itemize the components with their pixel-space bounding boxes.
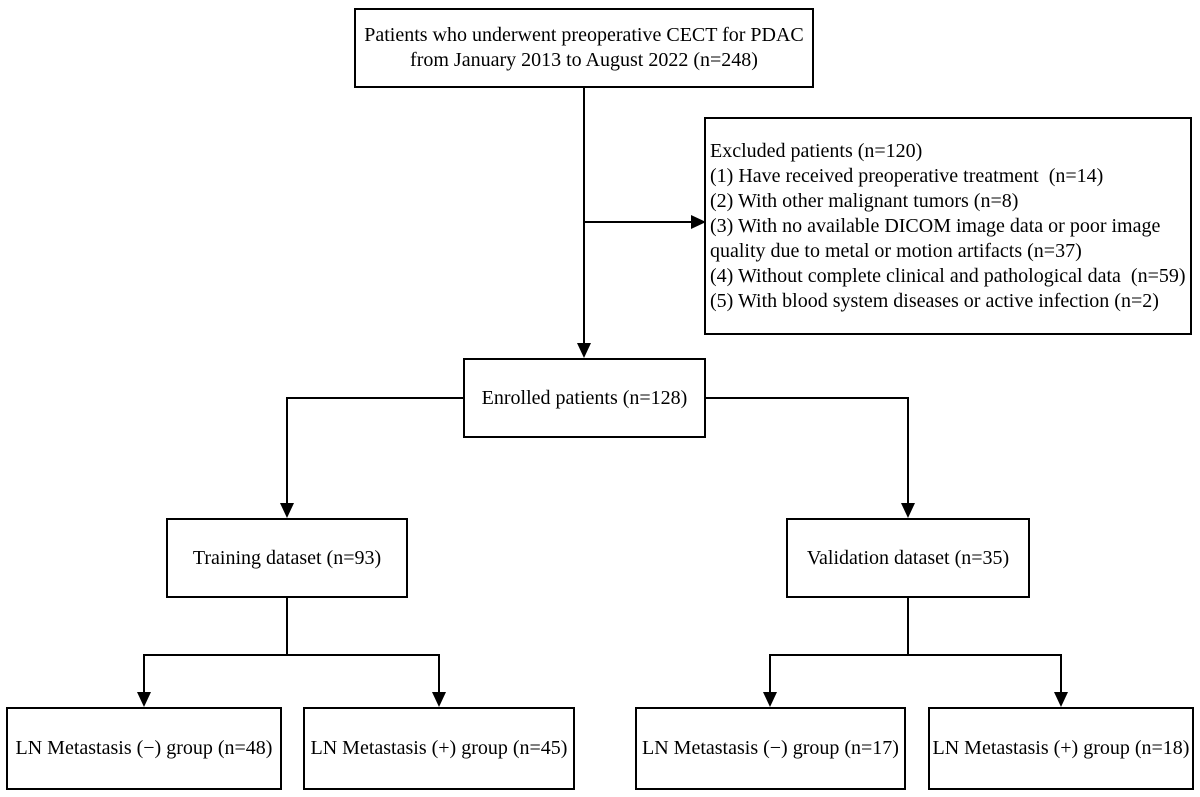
excluded-reason-5: (5) With blood system diseases or active…: [710, 289, 1159, 312]
line-enrolled-to-training: [286, 397, 463, 503]
box-enrolled-patients: Enrolled patients (n=128): [463, 358, 706, 438]
source-patients-text-line-1: Patients who underwent preoperative CECT…: [364, 24, 804, 46]
training-ln-positive-text: LN Metastasis (+) group (n=45): [310, 737, 568, 759]
arrowhead-down-icon: [137, 692, 151, 707]
box-training-ln-positive-group: LN Metastasis (+) group (n=45): [303, 707, 575, 790]
arrowhead-down-icon: [280, 503, 294, 518]
box-training-ln-negative-group: LN Metastasis (−) group (n=48): [6, 707, 282, 790]
line-enrolled-to-validation: [706, 397, 909, 503]
arrowhead-down-icon: [1054, 692, 1068, 707]
excluded-reason-3: (3) With no available DICOM image data o…: [710, 214, 1166, 262]
arrowhead-down-icon: [763, 692, 777, 707]
arrowhead-right-icon: [691, 215, 706, 229]
validation-ln-positive-text: LN Metastasis (+) group (n=18): [932, 737, 1190, 759]
enrolled-patients-text: Enrolled patients (n=128): [481, 386, 688, 409]
validation-dataset-text: Validation dataset (n=35): [806, 546, 1010, 569]
source-patients-text-line-2: from January 2013 to August 2022 (n=248): [410, 49, 758, 71]
validation-ln-negative-text: LN Metastasis (−) group (n=17): [642, 737, 899, 759]
excluded-reason-4: (4) Without complete clinical and pathol…: [710, 264, 1186, 287]
box-validation-dataset: Validation dataset (n=35): [786, 518, 1030, 598]
training-dataset-text: Training dataset (n=93): [192, 546, 382, 569]
excluded-patients-title: Excluded patients (n=120): [710, 139, 923, 162]
box-training-dataset: Training dataset (n=93): [166, 518, 408, 598]
box-validation-ln-positive-group: LN Metastasis (+) group (n=18): [928, 707, 1194, 790]
box-validation-ln-negative-group: LN Metastasis (−) group (n=17): [635, 707, 906, 790]
arrowhead-down-icon: [901, 503, 915, 518]
arrowheads: [137, 215, 1068, 707]
arrowhead-down-icon: [577, 343, 591, 358]
box-excluded-patients: Excluded patients (n=120) (1) Have recei…: [704, 117, 1192, 335]
excluded-reason-2: (2) With other malignant tumors (n=8): [710, 189, 1019, 212]
arrowhead-down-icon: [432, 692, 446, 707]
connector-paths: [143, 88, 1062, 692]
training-ln-negative-text: LN Metastasis (−) group (n=48): [15, 737, 273, 759]
box-source-patients: Patients who underwent preoperative CECT…: [354, 8, 814, 88]
excluded-reason-1: (1) Have received preoperative treatment…: [710, 164, 1104, 187]
